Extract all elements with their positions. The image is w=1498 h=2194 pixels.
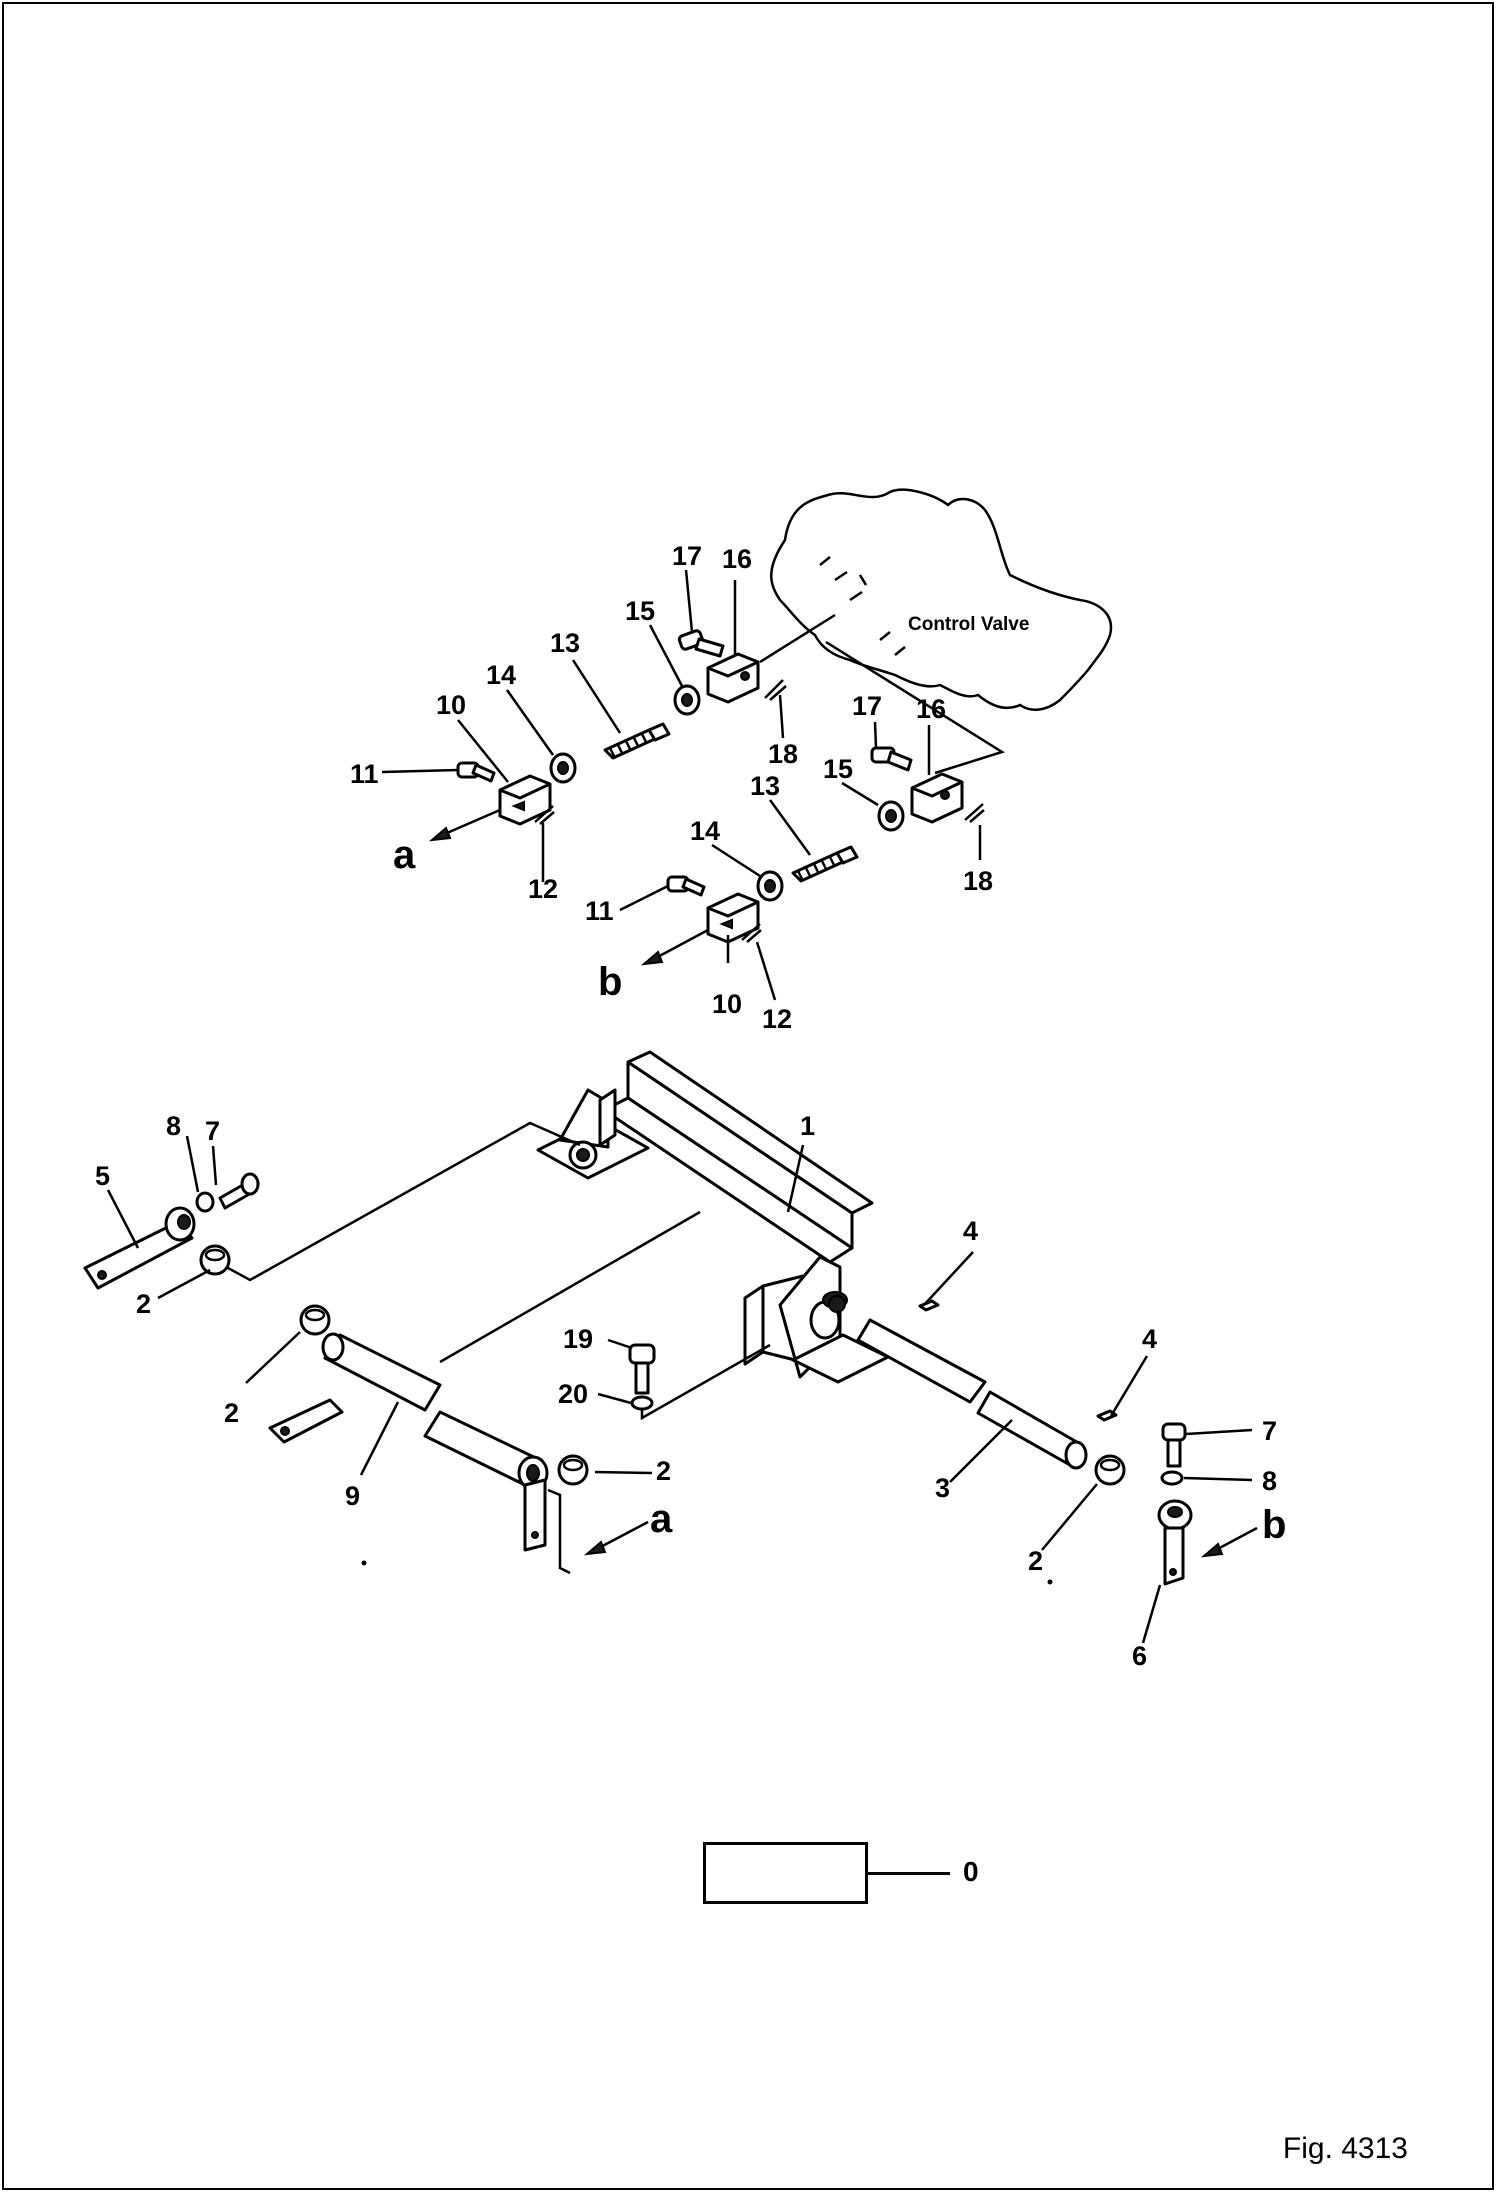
lever-5 — [83, 1206, 196, 1290]
nut-15-upper — [673, 684, 701, 716]
bolt-7-lower — [1161, 1422, 1187, 1468]
callout-17-lower: 17 — [852, 691, 882, 721]
callout-4-lower: 4 — [1142, 1324, 1157, 1354]
legend-number: 0 — [963, 1856, 979, 1887]
bolt-19 — [628, 1343, 656, 1395]
callout-14-lower: 14 — [690, 816, 720, 846]
callout-5: 5 — [95, 1161, 110, 1191]
cotter-12-upper — [534, 805, 555, 825]
shaft-3 — [856, 1318, 1088, 1470]
control-valve-label: Control Valve — [908, 614, 1029, 635]
callout-numbers: 17 16 15 13 14 10 11 12 18 17 16 15 13 1… — [95, 541, 1277, 1671]
callout-12-lower: 12 — [762, 1004, 792, 1034]
callout-7: 7 — [205, 1116, 220, 1146]
bushing-2-a — [199, 1244, 231, 1276]
callout-10: 10 — [436, 690, 466, 720]
washer-8-lower — [1160, 1470, 1184, 1486]
callout-2-c: 2 — [656, 1456, 671, 1486]
callout-16: 16 — [722, 544, 752, 574]
callout-6: 6 — [1132, 1641, 1147, 1671]
cotter-12-lower — [741, 923, 762, 943]
bracket-1 — [536, 1050, 890, 1384]
ref-b-lower: b — [1262, 1503, 1286, 1547]
upper-rod-assembly-a — [456, 629, 787, 826]
lever-shaft-9 — [268, 1332, 549, 1552]
callout-2-d: 2 — [1028, 1546, 1043, 1576]
callout-13-lower: 13 — [750, 771, 780, 801]
cotter-18-upper — [764, 679, 787, 701]
figure-label: Fig. 4313 — [1282, 2132, 1408, 2165]
callout-1: 1 — [800, 1111, 815, 1141]
callout-11: 11 — [350, 759, 379, 789]
pin-11-lower — [666, 875, 706, 897]
callout-8-lower: 8 — [1262, 1466, 1277, 1496]
key-4-upper — [918, 1299, 940, 1312]
nut-14-upper — [549, 752, 577, 784]
callout-3: 3 — [935, 1473, 950, 1503]
callout-17: 17 — [672, 541, 702, 571]
rod-end-13-lower — [791, 845, 859, 883]
callout-4: 4 — [963, 1216, 978, 1246]
lower-guide-lines — [227, 1121, 771, 1575]
reference-arrows-upper — [428, 808, 709, 966]
clevis-16-lower — [910, 772, 964, 824]
bushing-2-b — [299, 1304, 331, 1336]
clevis-10-upper — [498, 774, 552, 826]
bushing-2-c — [557, 1454, 589, 1486]
cotter-18-lower — [964, 803, 985, 823]
upper-leader-lines — [381, 569, 982, 1001]
lever-6 — [1157, 1499, 1193, 1586]
clevis-10-lower — [706, 892, 760, 944]
callout-2-a: 2 — [136, 1289, 151, 1319]
reference-arrows-lower — [583, 1520, 1258, 1558]
callout-15-lower: 15 — [823, 754, 853, 784]
rod-end-13-upper — [603, 722, 671, 760]
control-valve: Control Valve — [770, 488, 1113, 711]
callout-11-lower: 11 — [585, 896, 614, 926]
callout-18: 18 — [768, 739, 798, 769]
lower-rod-assembly-b — [666, 746, 985, 944]
pin-11-upper — [456, 761, 496, 783]
legend-leader — [868, 1872, 950, 1875]
callout-19: 19 — [563, 1324, 593, 1354]
callout-10-lower: 10 — [712, 989, 742, 1019]
bolt-7-upper — [218, 1172, 260, 1210]
callout-20: 20 — [558, 1379, 588, 1409]
callout-7-lower: 7 — [1262, 1416, 1277, 1446]
lower-leader-lines — [106, 1135, 1253, 1644]
nut-15-lower — [877, 800, 905, 832]
ref-a-upper: a — [393, 833, 416, 877]
ref-b-upper: b — [598, 960, 622, 1004]
callout-16-lower: 16 — [916, 694, 946, 724]
callout-8: 8 — [166, 1111, 181, 1141]
pin-17-lower — [870, 746, 913, 772]
washer-20 — [630, 1395, 654, 1411]
callout-18-lower: 18 — [963, 866, 993, 896]
callout-9: 9 — [345, 1481, 360, 1511]
legend-box — [703, 1842, 868, 1904]
reference-letters: a b a b — [393, 833, 1286, 1547]
callout-15: 15 — [625, 596, 655, 626]
ref-a-lower: a — [650, 1497, 673, 1541]
pin-17-upper — [677, 629, 725, 658]
washer-8-upper — [195, 1191, 215, 1213]
clevis-16-upper — [706, 652, 760, 704]
nut-14-lower — [756, 870, 784, 902]
callout-12: 12 — [528, 874, 558, 904]
callout-13: 13 — [550, 628, 580, 658]
bushing-2-d — [1094, 1454, 1126, 1486]
callout-14: 14 — [486, 660, 516, 690]
callout-2-b: 2 — [224, 1398, 239, 1428]
